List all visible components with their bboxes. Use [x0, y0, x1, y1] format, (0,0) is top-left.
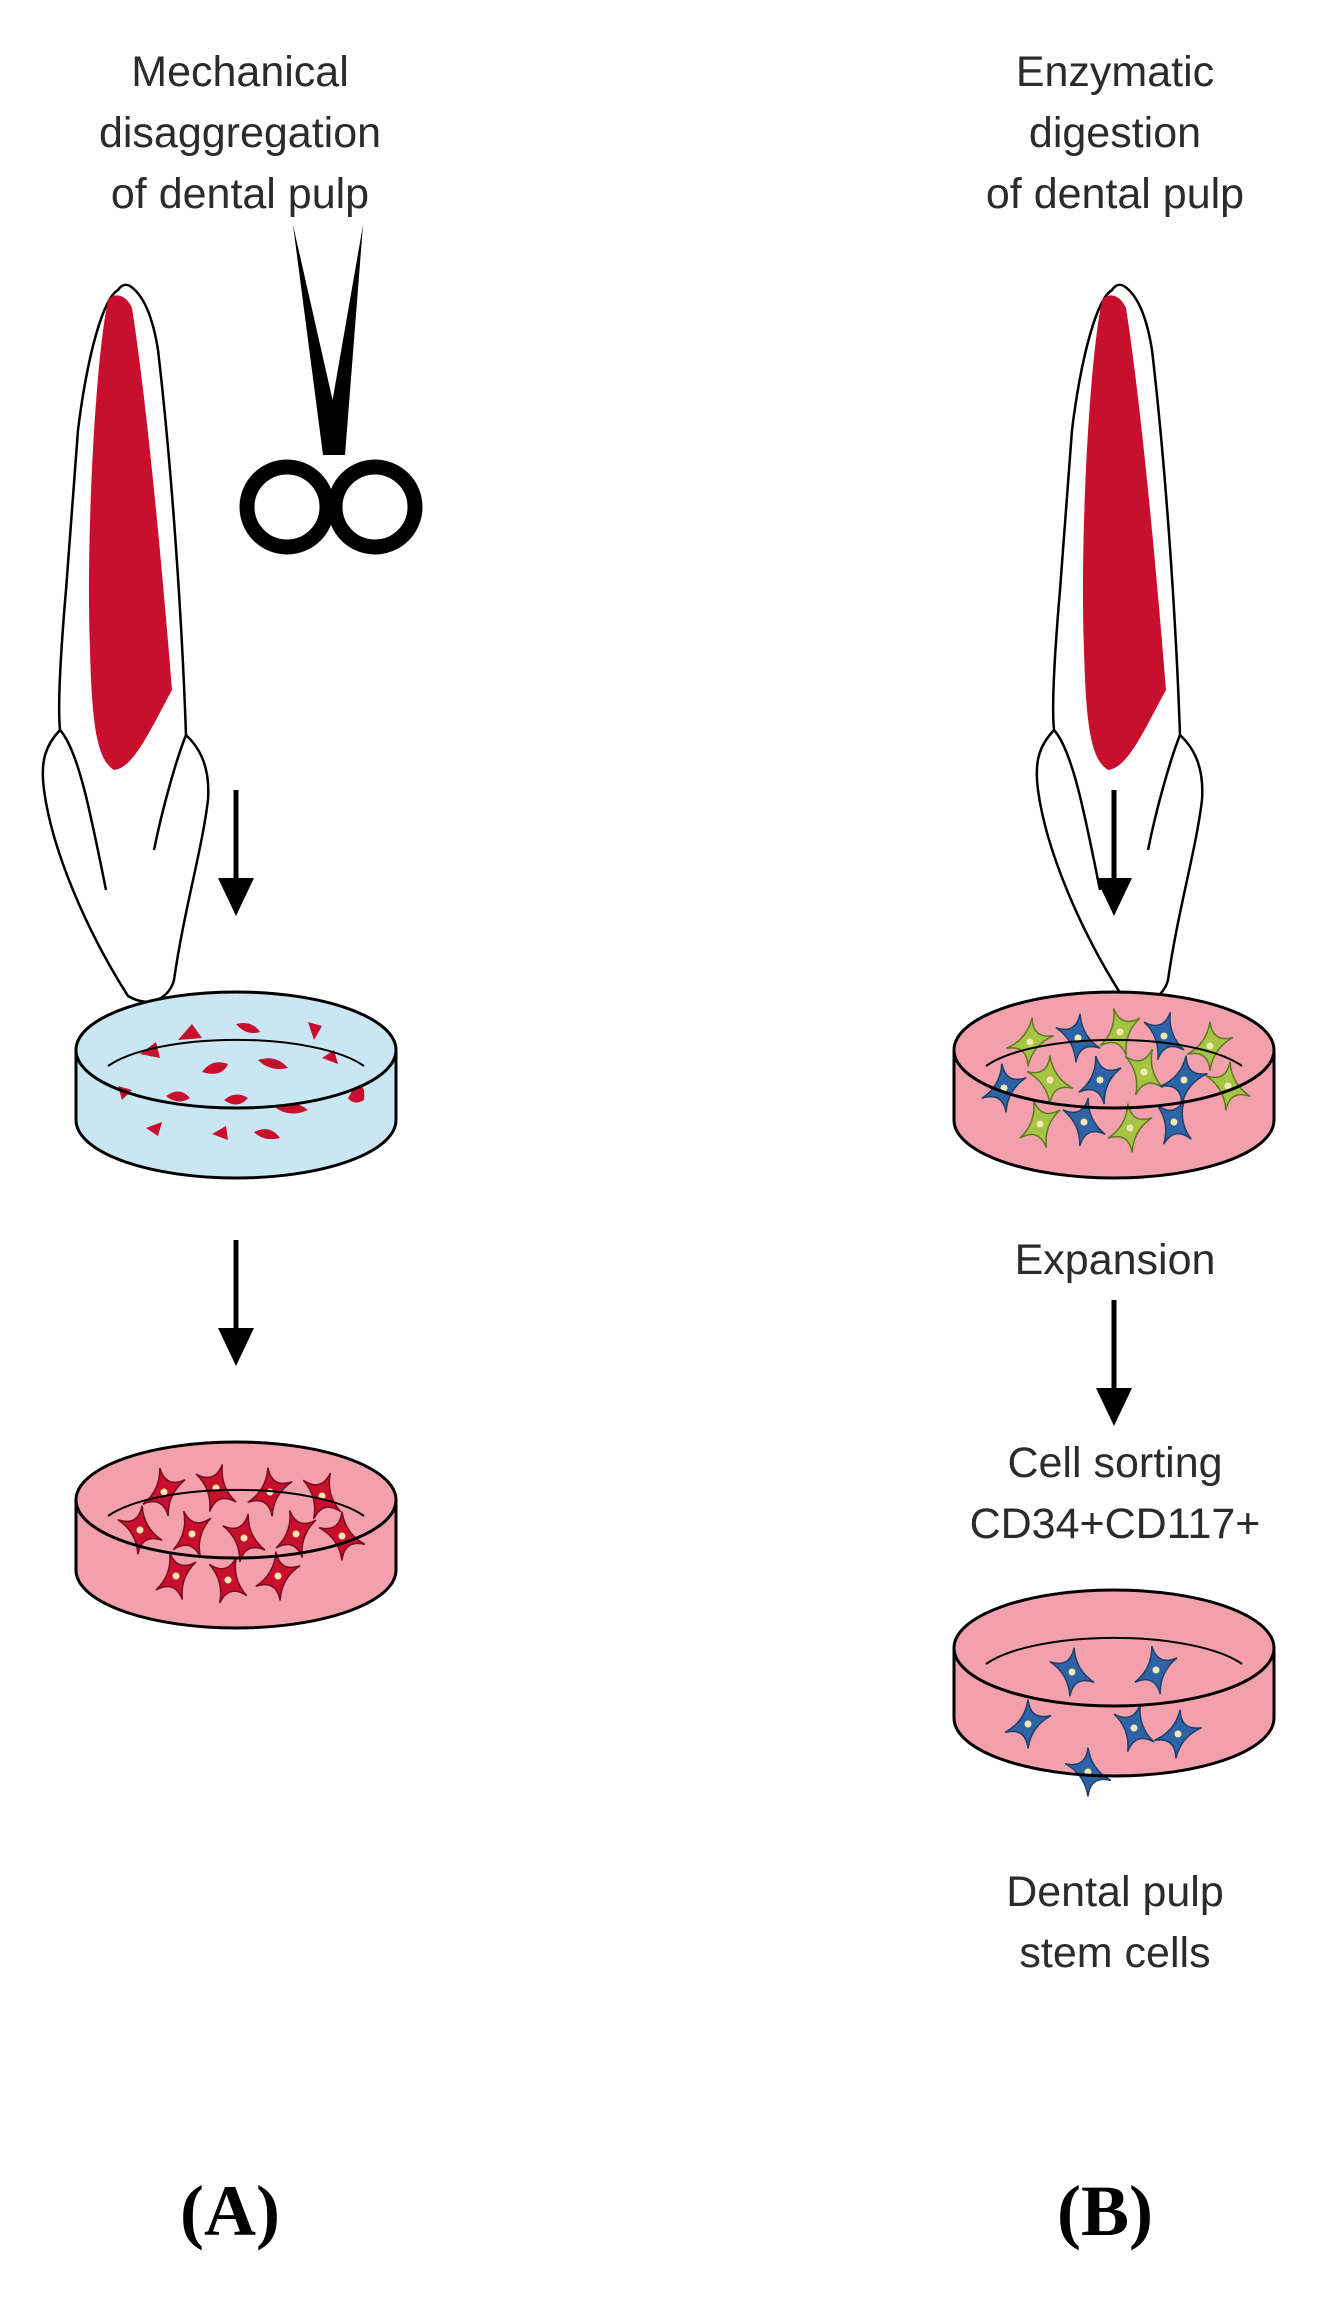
down-arrow-icon-b2	[1096, 1300, 1132, 1426]
panel-a-label: (A)	[180, 2171, 280, 2251]
petri-dish-icon-b1	[952, 990, 1276, 1180]
down-arrow-icon-a1	[218, 790, 254, 916]
dental-pulp-stem-cells-label: Dental pulp stem cells	[1006, 1868, 1224, 1977]
petri-dish-icon-b2	[952, 1588, 1276, 1798]
cell-sorting-label: Cell sorting CD34+CD117+	[969, 1439, 1261, 1548]
panel-b-label: (B)	[1057, 2171, 1153, 2251]
tooth-icon-a	[41, 283, 210, 1003]
panel-b-title: Enzymatic digestion of dental pulp	[985, 48, 1245, 218]
expansion-label: Expansion	[1014, 1236, 1216, 1284]
scissors-icon	[239, 225, 423, 555]
petri-dish-icon-a2	[74, 1440, 398, 1630]
panel-a-title: Mechanical disaggregation of dental pulp	[98, 48, 382, 218]
petri-dish-icon-a1	[74, 990, 398, 1180]
down-arrow-icon-a2	[218, 1240, 254, 1366]
